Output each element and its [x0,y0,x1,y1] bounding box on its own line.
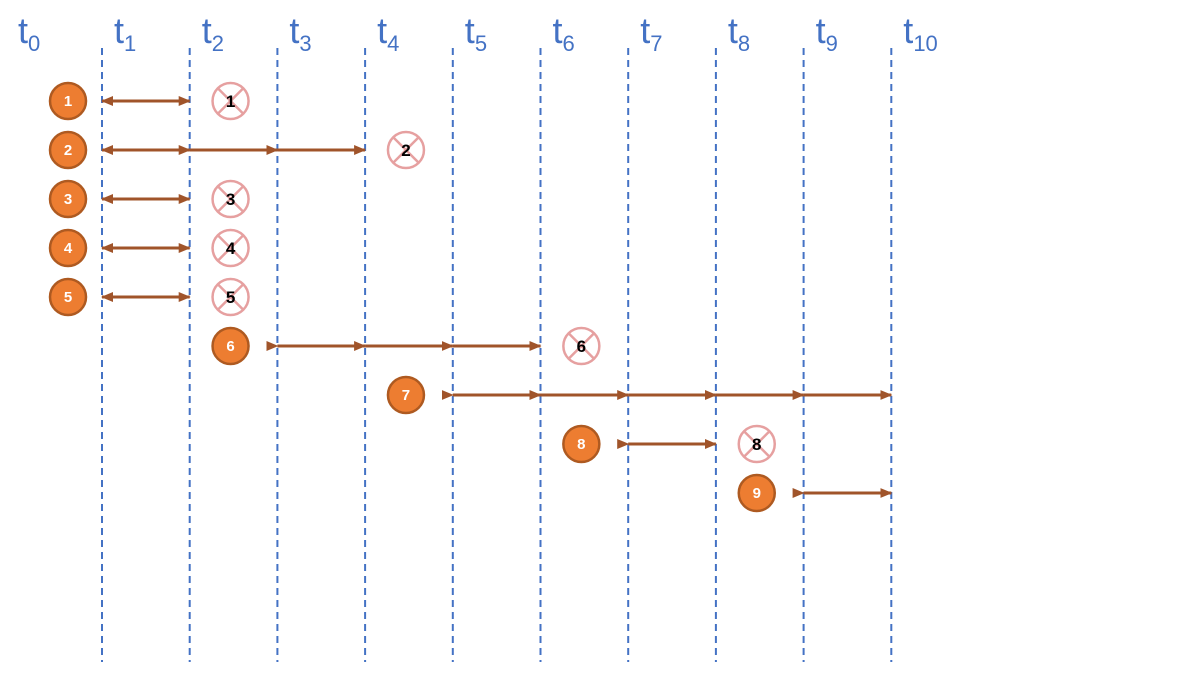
cross-icon [216,185,245,213]
task-node-circle [48,277,88,317]
task-node-label: 2 [64,142,72,159]
time-label-2: t2 [202,10,224,56]
task-arrows [101,96,893,498]
task-node-5: 5 [48,277,88,317]
cross-icon [392,136,420,164]
task-node-8: 8 [562,424,601,464]
cross-icon [216,234,245,262]
killed-node-label: 3 [226,190,235,209]
task-node-9: 9 [737,473,776,513]
time-label-subscript: 2 [212,31,224,56]
killed-node-label: 8 [752,435,761,454]
cross-icon [743,430,771,458]
task-node-circle [48,81,88,121]
time-label-6: t6 [553,10,575,56]
task-node-label: 4 [64,240,73,257]
task-nodes: 1 2 3 4 5 6 7 8 9 [48,81,776,513]
time-label-base: t [18,10,28,51]
task-node-2: 2 [48,130,88,170]
task-node-label: 1 [64,93,72,110]
killed-node-2: 2 [386,130,426,170]
task-node-circle [211,326,250,366]
time-label-1: t1 [114,10,136,56]
time-label-3: t3 [289,10,311,56]
time-label-base: t [728,10,738,51]
task-node-label: 9 [753,485,761,502]
task-node-label: 3 [64,191,72,208]
task-node-circle [48,130,88,170]
killed-node-4: 4 [211,228,250,268]
task-node-circle [386,375,426,415]
task-node-4: 4 [48,228,88,268]
task-node-circle [737,473,776,513]
cross-icon [216,87,245,115]
killed-node-5: 5 [211,277,250,317]
time-label-subscript: 8 [738,31,750,56]
task-node-circle [562,424,601,464]
time-label-7: t7 [640,10,662,56]
time-label-subscript: 9 [826,31,838,56]
task-node-label: 5 [64,289,72,306]
cross-icon [567,332,595,360]
time-label-0: t0 [18,10,40,56]
task-node-6: 6 [211,326,250,366]
killed-node-label: 1 [226,92,235,111]
time-label-base: t [553,10,563,51]
killed-node-8: 8 [737,424,776,464]
time-label-subscript: 4 [387,31,399,56]
time-label-9: t9 [816,10,838,56]
task-node-label: 6 [226,338,234,355]
killed-node-label: 6 [577,337,586,356]
time-label-subscript: 10 [913,31,937,56]
time-label-subscript: 5 [475,31,487,56]
task-node-7: 7 [386,375,426,415]
time-label-subscript: 7 [650,31,662,56]
time-label-subscript: 0 [28,31,40,56]
time-label-4: t4 [377,10,399,56]
time-label-base: t [816,10,826,51]
killed-node-label: 2 [401,141,410,160]
killed-nodes: 1 2 3 4 5 6 8 [211,81,776,464]
time-label-8: t8 [728,10,750,56]
task-node-circle [48,179,88,219]
task-node-3: 3 [48,179,88,219]
time-label-base: t [903,10,913,51]
task-node-label: 7 [402,387,410,404]
killed-node-3: 3 [211,179,250,219]
time-label-10: t10 [903,10,938,56]
cross-icon [216,283,245,311]
time-label-subscript: 3 [299,31,311,56]
killed-node-1: 1 [211,81,250,121]
killed-node-label: 4 [226,239,236,258]
task-node-1: 1 [48,81,88,121]
time-label-base: t [465,10,475,51]
time-label-base: t [377,10,387,51]
task-node-circle [48,228,88,268]
task-node-label: 8 [577,436,585,453]
time-label-5: t5 [465,10,487,56]
time-label-subscript: 6 [563,31,575,56]
time-label-base: t [640,10,650,51]
time-label-base: t [289,10,299,51]
killed-node-label: 5 [226,288,235,307]
time-label-base: t [114,10,124,51]
killed-node-6: 6 [562,326,601,366]
time-label-subscript: 1 [124,31,136,56]
time-label-base: t [202,10,212,51]
